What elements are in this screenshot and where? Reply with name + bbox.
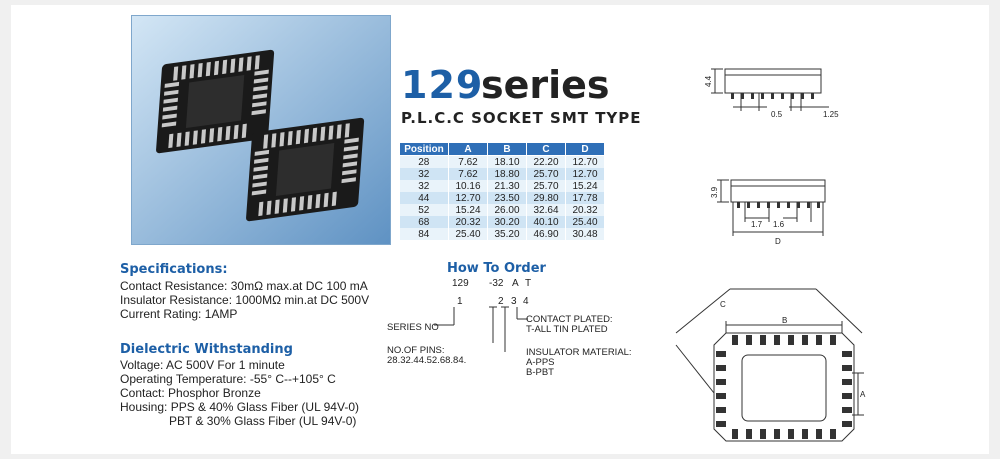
order-index-2: 2 <box>498 296 504 307</box>
dimension-b-label: B <box>782 316 787 325</box>
cell-b: 18.80 <box>487 168 527 180</box>
cell-b: 26.00 <box>487 204 527 216</box>
cell-position: 28 <box>399 155 449 168</box>
cell-d: 30.48 <box>565 228 605 240</box>
cell-d: 20.32 <box>565 204 605 216</box>
insulator-label: INSULATOR MATERIAL: <box>526 347 632 358</box>
dielectric-line: Voltage: AC 500V For 1 minute <box>120 358 285 372</box>
cell-b: 35.20 <box>487 228 527 240</box>
product-subtitle: P.L.C.C SOCKET SMT TYPE <box>401 109 642 127</box>
order-leader-lines <box>434 306 528 352</box>
dimension-a-label: A <box>860 390 866 399</box>
cell-d: 17.78 <box>565 192 605 204</box>
cell-a: 7.62 <box>448 168 488 180</box>
cell-c: 25.70 <box>526 180 566 192</box>
order-code-plating: T <box>525 278 532 289</box>
spec-line: Insulator Resistance: 1000MΩ min.at DC 5… <box>120 293 370 307</box>
product-sheet: 129 series P.L.C.C SOCKET SMT TYPE Posit… <box>11 5 989 454</box>
cell-position: 44 <box>399 192 449 204</box>
spacing-b-label: 1.6 <box>773 220 785 229</box>
cell-c: 46.90 <box>526 228 566 240</box>
cell-position: 68 <box>399 216 449 228</box>
cell-d: 12.70 <box>565 155 605 168</box>
cell-position: 52 <box>399 204 449 216</box>
dimension-c-label: C <box>720 300 726 309</box>
cell-a: 10.16 <box>448 180 488 192</box>
insulator-value-a: A-PPS <box>526 357 555 368</box>
spec-line: Contact Resistance: 30mΩ max.at DC 100 m… <box>120 279 368 293</box>
dielectric-heading: Dielectric Withstanding <box>120 342 293 357</box>
insulator-value-b: B-PBT <box>526 367 554 378</box>
header-c: C <box>526 142 566 156</box>
series-no-label: SERIES NO <box>387 322 439 333</box>
pins-values: 28.32.44.52.68.84. <box>387 355 467 366</box>
side-view-drawing: 4.4 0.5 1.25 <box>704 68 839 119</box>
order-code-series: 129 <box>452 278 469 289</box>
cell-c: 25.70 <box>526 168 566 180</box>
cell-b: 23.50 <box>487 192 527 204</box>
product-photo <box>131 15 391 245</box>
contact-value: T-ALL TIN PLATED <box>526 324 608 335</box>
specifications-heading: Specifications: <box>120 262 228 277</box>
cell-a: 20.32 <box>448 216 488 228</box>
series-number: 129 <box>401 63 484 107</box>
cell-a: 12.70 <box>448 192 488 204</box>
dielectric-line: Contact: Phosphor Bronze <box>120 386 261 400</box>
dielectric-line: PBT & 30% Glass Fiber (UL 94V-0) <box>169 414 357 428</box>
mid-height-label: 3.9 <box>711 186 719 198</box>
cell-b: 30.20 <box>487 216 527 228</box>
plcc-socket-illustration <box>132 16 390 244</box>
cell-c: 32.64 <box>526 204 566 216</box>
lead-view-drawing: 3.9 1.7 1.6 D <box>711 179 826 246</box>
order-code-material: A <box>512 278 519 289</box>
cell-c: 40.10 <box>526 216 566 228</box>
cell-a: 7.62 <box>448 155 488 168</box>
dielectric-line: Housing: PPS & 40% Glass Fiber (UL 94V-0… <box>120 400 359 414</box>
header-b: B <box>487 142 527 156</box>
order-index-3: 3 <box>511 296 517 307</box>
height-label: 4.4 <box>704 75 713 87</box>
header-position: Position <box>399 142 449 156</box>
cell-position: 32 <box>399 180 449 192</box>
cell-d: 12.70 <box>565 168 605 180</box>
cell-position: 32 <box>399 168 449 180</box>
pitch-label: 0.5 <box>771 110 783 119</box>
order-code-pins: -32 <box>489 278 504 289</box>
cell-b: 18.10 <box>487 155 527 168</box>
cell-c: 29.80 <box>526 192 566 204</box>
plan-view-drawing: C B A <box>675 288 866 442</box>
cell-position: 84 <box>399 228 449 240</box>
spec-line: Current Rating: 1AMP <box>120 307 238 321</box>
cell-d: 15.24 <box>565 180 605 192</box>
order-index-4: 4 <box>523 296 529 307</box>
cell-c: 22.20 <box>526 155 566 168</box>
dimension-d-label: D <box>775 237 781 246</box>
series-word: series <box>481 63 610 107</box>
header-d: D <box>565 142 605 156</box>
cell-a: 15.24 <box>448 204 488 216</box>
spacing-a-label: 1.7 <box>751 220 763 229</box>
dielectric-line: Operating Temperature: -55° C--+105° C <box>120 372 336 386</box>
lead-label: 1.25 <box>823 110 839 119</box>
header-a: A <box>448 142 488 156</box>
table-header-row: Position A B C D <box>399 142 605 156</box>
cell-a: 25.40 <box>448 228 488 240</box>
cell-d: 25.40 <box>565 216 605 228</box>
order-index-1: 1 <box>457 296 463 307</box>
how-to-order-heading: How To Order <box>447 261 546 276</box>
contact-label: CONTACT PLATED: <box>526 314 613 325</box>
pins-label: NO.OF PINS: <box>387 345 445 356</box>
cell-b: 21.30 <box>487 180 527 192</box>
